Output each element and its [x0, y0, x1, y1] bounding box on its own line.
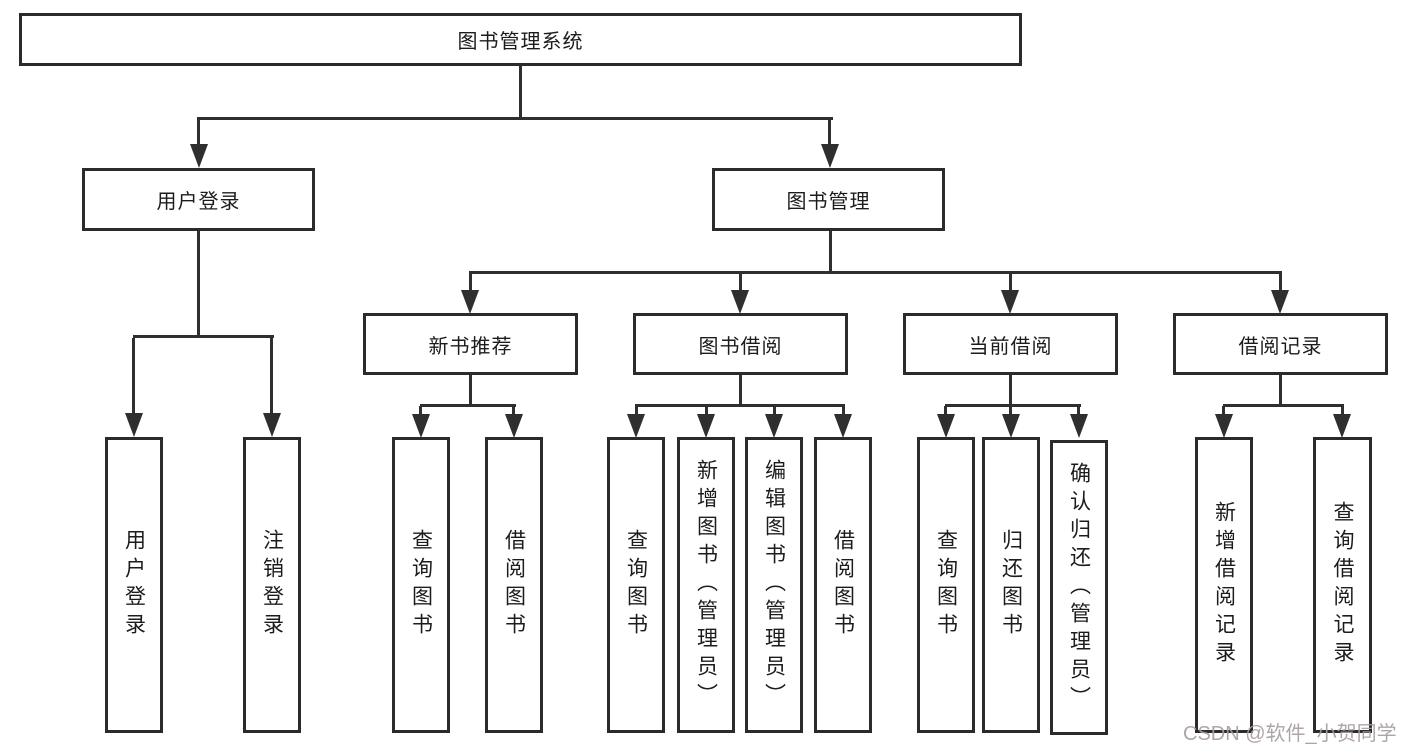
connector-module-recommend-drop — [469, 274, 472, 292]
node-borrow-records: 借阅记录 — [1173, 313, 1388, 375]
connector-user-login-drop — [197, 120, 200, 146]
arrowhead-g3c2 — [1002, 414, 1020, 438]
arrowhead-g4c1 — [1215, 414, 1233, 438]
connector-g3-rail — [945, 404, 1081, 407]
leaf-user-login: 用户登录 — [105, 437, 163, 733]
connector-g4c2-drop — [1341, 406, 1344, 415]
connector-mgmt-stem — [829, 231, 832, 273]
arrowhead-leaf-user-login — [125, 413, 143, 437]
leaf-logout: 注销登录 — [243, 437, 301, 733]
node-book-borrow: 图书借阅 — [633, 313, 848, 375]
arrowhead-g4c2 — [1333, 414, 1351, 438]
arrowhead-module-records — [1271, 290, 1289, 314]
connector-module-current-drop — [1009, 274, 1012, 292]
arrowhead-g2c2 — [697, 414, 715, 438]
arrowhead-user-login — [190, 144, 208, 168]
leaf-borrow-edit-books-admin: 编辑图书（管理员） — [745, 437, 803, 733]
node-new-book-recommend: 新书推荐 — [363, 313, 578, 375]
connector-g1c1-drop — [419, 406, 422, 415]
leaf-records-add-record: 新增借阅记录 — [1195, 437, 1253, 733]
connector-g2-stem — [739, 375, 742, 406]
arrowhead-leaf-logout — [263, 413, 281, 437]
arrowhead-g2c4 — [834, 414, 852, 438]
leaf-recommend-borrow-books: 借阅图书 — [485, 437, 543, 733]
connector-root-stem — [519, 66, 522, 119]
connector-module-borrow-drop — [739, 274, 742, 292]
arrowhead-g1c2 — [505, 414, 523, 438]
connector-leaf-logout-drop — [270, 338, 273, 415]
connector-leaf-user-login-drop — [132, 338, 135, 415]
connector-g1-stem — [469, 375, 472, 406]
connector-g2c4-drop — [842, 406, 845, 415]
arrowhead-module-current — [1001, 290, 1019, 314]
connector-g3c3-drop — [1077, 406, 1080, 415]
connector-g1-rail — [420, 404, 516, 407]
connector-g3c1-drop — [944, 406, 947, 415]
connector-g2c3-drop — [773, 406, 776, 415]
arrowhead-g3c1 — [937, 414, 955, 438]
connector-user-branch-rail — [133, 335, 274, 338]
connector-g1c2-drop — [512, 406, 515, 415]
connector-g2c2-drop — [705, 406, 708, 415]
connector-module-records-drop — [1279, 274, 1282, 292]
connector-book-mgmt-drop — [828, 120, 831, 146]
leaf-borrow-add-books-admin: 新增图书（管理员） — [677, 437, 735, 733]
leaf-current-confirm-return-admin: 确认归还（管理员） — [1050, 440, 1108, 735]
node-book-management: 图书管理 — [712, 168, 945, 231]
leaf-recommend-query-books: 查询图书 — [392, 437, 450, 733]
connector-modules-rail — [469, 271, 1282, 274]
leaf-current-return-books: 归还图书 — [982, 437, 1040, 733]
leaf-borrow-borrow-books: 借阅图书 — [814, 437, 872, 733]
arrowhead-g3c3 — [1070, 414, 1088, 438]
leaf-records-query-record: 查询借阅记录 — [1313, 437, 1372, 733]
arrowhead-g2c1 — [627, 414, 645, 438]
connector-g3-stem — [1009, 375, 1012, 406]
node-user-login: 用户登录 — [82, 168, 315, 231]
connector-g4-rail — [1223, 404, 1344, 407]
connector-g4-stem — [1279, 375, 1282, 406]
connector-level2-rail — [197, 117, 833, 120]
arrowhead-g1c1 — [412, 414, 430, 438]
node-library-system: 图书管理系统 — [19, 13, 1022, 66]
arrowhead-module-recommend — [461, 290, 479, 314]
arrowhead-module-borrow — [731, 290, 749, 314]
connector-g3c2-drop — [1009, 406, 1012, 415]
leaf-borrow-query-books: 查询图书 — [607, 437, 665, 733]
connector-g2c1-drop — [635, 406, 638, 415]
connector-user-branch-stem — [197, 231, 200, 338]
arrowhead-g2c3 — [765, 414, 783, 438]
leaf-current-query-books: 查询图书 — [917, 437, 975, 733]
node-current-borrow: 当前借阅 — [903, 313, 1118, 375]
connector-g4c1-drop — [1222, 406, 1225, 415]
connector-g2-rail — [635, 404, 845, 407]
csdn-watermark: CSDN @软件_小贺同学 — [1183, 723, 1397, 745]
arrowhead-book-mgmt — [821, 144, 839, 168]
